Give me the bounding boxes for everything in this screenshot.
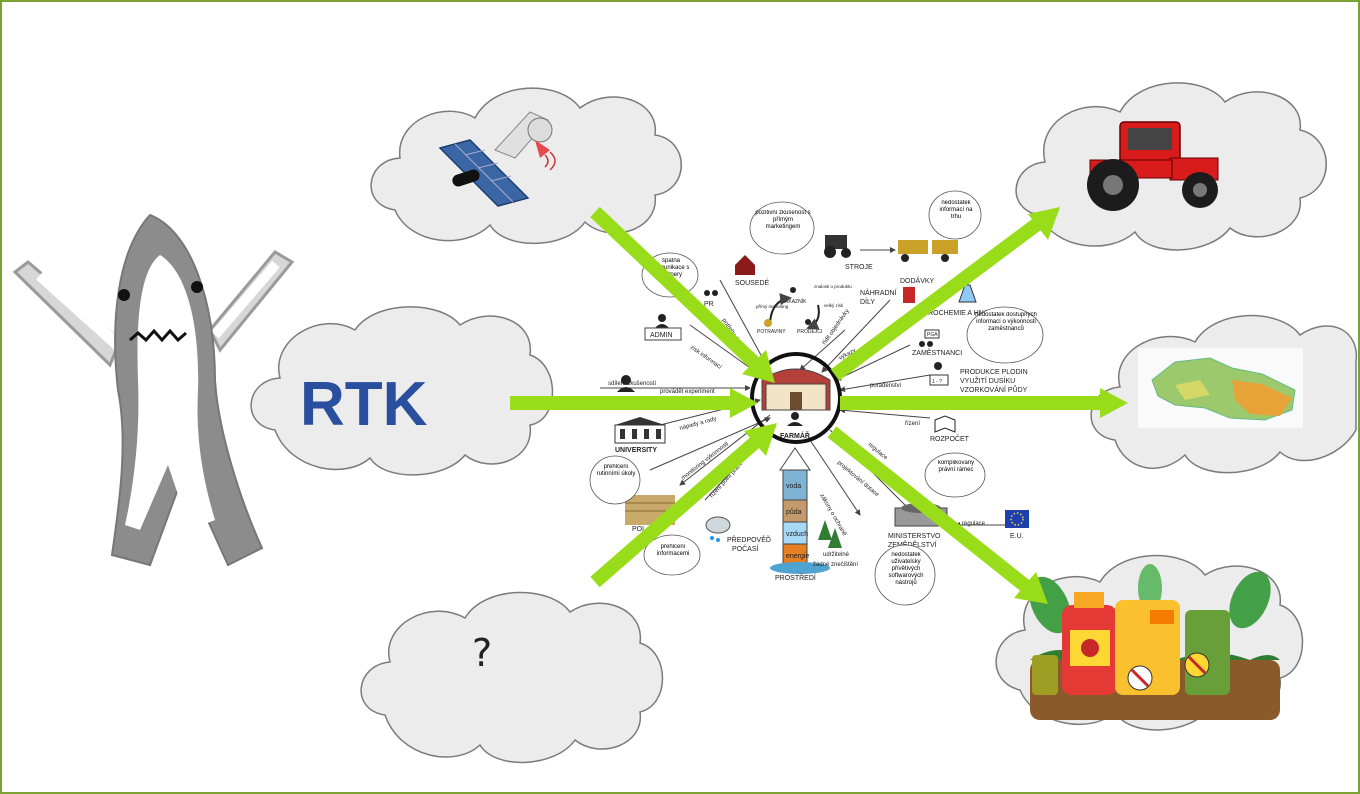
svg-text:AGROCHEMIE A HNOJIVA: AGROCHEMIE A HNOJIVA [918, 310, 1004, 317]
arrow-farm-to-tractor [830, 207, 1060, 381]
svg-text:udržitelné: udržitelné [823, 552, 850, 558]
arrow-question-to-farm [590, 423, 777, 588]
eu-flag-icon: E.U. [1005, 510, 1029, 540]
svg-text:PR: PR [704, 301, 714, 308]
admin-node: ADMIN [644, 314, 682, 341]
svg-text:sdílení zkušeností: sdílení zkušeností [608, 381, 656, 387]
question-mark: ? [472, 631, 492, 675]
nahradni-node: NÁHRADNÍ DÍLY [860, 287, 915, 306]
svg-text:STROJE: STROJE [845, 264, 873, 271]
svg-text:poradenství: poradenství [870, 383, 902, 389]
rtk-logo-icon: RTK [300, 370, 428, 439]
svg-text:velký zisk: velký zisk [824, 303, 844, 308]
svg-text:VYUŽITÍ DUSÍKU: VYUŽITÍ DUSÍKU [960, 376, 1015, 385]
svg-text:řídit objednávky: řídit objednávky [822, 308, 851, 346]
produkce-node: 1 - ? PRODUKCE PLODIN VYUŽITÍ DUSÍKU VZO… [929, 362, 1028, 394]
svg-text:MINISTERSTVO: MINISTERSTVO [888, 533, 941, 540]
stroje-node: STROJE [824, 235, 873, 271]
cloud-question [360, 591, 664, 764]
svg-text:POTRAVINY: POTRAVINY [757, 329, 786, 335]
svg-text:E.U.: E.U. [1010, 533, 1024, 540]
pr-node: PR [704, 290, 718, 308]
sustainability-pillar: voda půda vzduch energie [770, 447, 842, 574]
thought-bubble-texts: pozitivní zkušenost s přímým marketingem… [597, 200, 1037, 586]
arrow-farm-to-pesticides [827, 426, 1048, 604]
svg-text:PGA: PGA [927, 332, 938, 338]
svg-text:POL: POL [632, 526, 646, 533]
farmer-label: FARMÁŘ [780, 431, 810, 440]
pillar-voda: voda [786, 483, 801, 490]
tractor-icon [1087, 121, 1219, 211]
svg-text:žádné znečištění: žádné znečištění [813, 562, 858, 568]
zakaznik-cycle: ZÁKAZNÍK POTRAVINY PRODEJCI přímý market… [756, 284, 852, 335]
svg-text:1 - ?: 1 - ? [932, 379, 942, 385]
sousede-node: SOUSEDÉ [735, 255, 770, 287]
weather-icon: PŘEDPOVĚĎ POČASÍ [705, 516, 771, 553]
satellite-icon [438, 111, 556, 207]
pillar-vzduch: vzduch [786, 531, 808, 538]
svg-text:POČASÍ: POČASÍ [732, 544, 759, 553]
dodavky-node: DODÁVKY [898, 240, 958, 285]
svg-text:SOUSEDÉ: SOUSEDÉ [735, 278, 770, 287]
svg-text:DÍLY: DÍLY [860, 297, 875, 306]
arrow-rtk-to-farm [510, 388, 758, 418]
prostredi-node: PROSTŘEDÍ [775, 573, 816, 582]
svg-text:PŘEDPOVĚĎ: PŘEDPOVĚĎ [727, 535, 771, 544]
svg-text:provádět experiment: provádět experiment [660, 389, 715, 395]
svg-text:PRODUKCE PLODIN: PRODUKCE PLODIN [960, 369, 1028, 376]
svg-text:řízení: řízení [905, 421, 920, 427]
rtk-logo-text: RTK [300, 370, 428, 439]
pillar-energie: energie [786, 553, 809, 560]
svg-text:NÁHRADNÍ: NÁHRADNÍ [860, 288, 897, 297]
agrochemie-node: AGROCHEMIE A HNOJIVA [918, 284, 1004, 317]
svg-text:VZORKOVÁNÍ PŮDY: VZORKOVÁNÍ PŮDY [960, 385, 1028, 394]
shark-mascot-icon [12, 213, 295, 567]
arrow-farm-to-map [840, 388, 1128, 418]
svg-text:ROZPOČET: ROZPOČET [930, 434, 970, 443]
university-node: UNIVERSITY [614, 417, 666, 454]
polo-node: POL [625, 495, 675, 533]
svg-text:DODÁVKY: DODÁVKY [900, 276, 935, 285]
svg-text:ADMIN: ADMIN [650, 332, 673, 339]
czech-map-icon [1138, 348, 1303, 428]
arrow-satellite-to-farm [590, 206, 775, 383]
svg-text:UNIVERSITY: UNIVERSITY [615, 447, 657, 454]
pesticides-icon [1029, 564, 1280, 720]
svg-text:ZÁKAZNÍK: ZÁKAZNÍK [782, 298, 807, 305]
svg-text:ZEMĚDĚLSTVÍ: ZEMĚDĚLSTVÍ [888, 540, 937, 549]
svg-text:regulace: regulace [962, 521, 986, 527]
person-icon [617, 375, 635, 392]
connection-arrows [510, 206, 1128, 604]
book-icon: ROZPOČET [930, 415, 970, 443]
cloud-rtk [250, 306, 554, 476]
pillar-puda: půda [786, 508, 802, 516]
svg-text:zisk informací: zisk informací [689, 345, 723, 371]
cloud-satellite [370, 87, 682, 245]
svg-text:znalosti o produktu: znalosti o produktu [814, 284, 852, 289]
zamestnanci-node: PGA ZAMĚSTNANCI [912, 329, 962, 357]
svg-text:přímý marketing: přímý marketing [756, 304, 789, 309]
svg-text:ZAMĚSTNANCI: ZAMĚSTNANCI [912, 348, 962, 357]
svg-text:PRODEJCI: PRODEJCI [797, 329, 822, 335]
